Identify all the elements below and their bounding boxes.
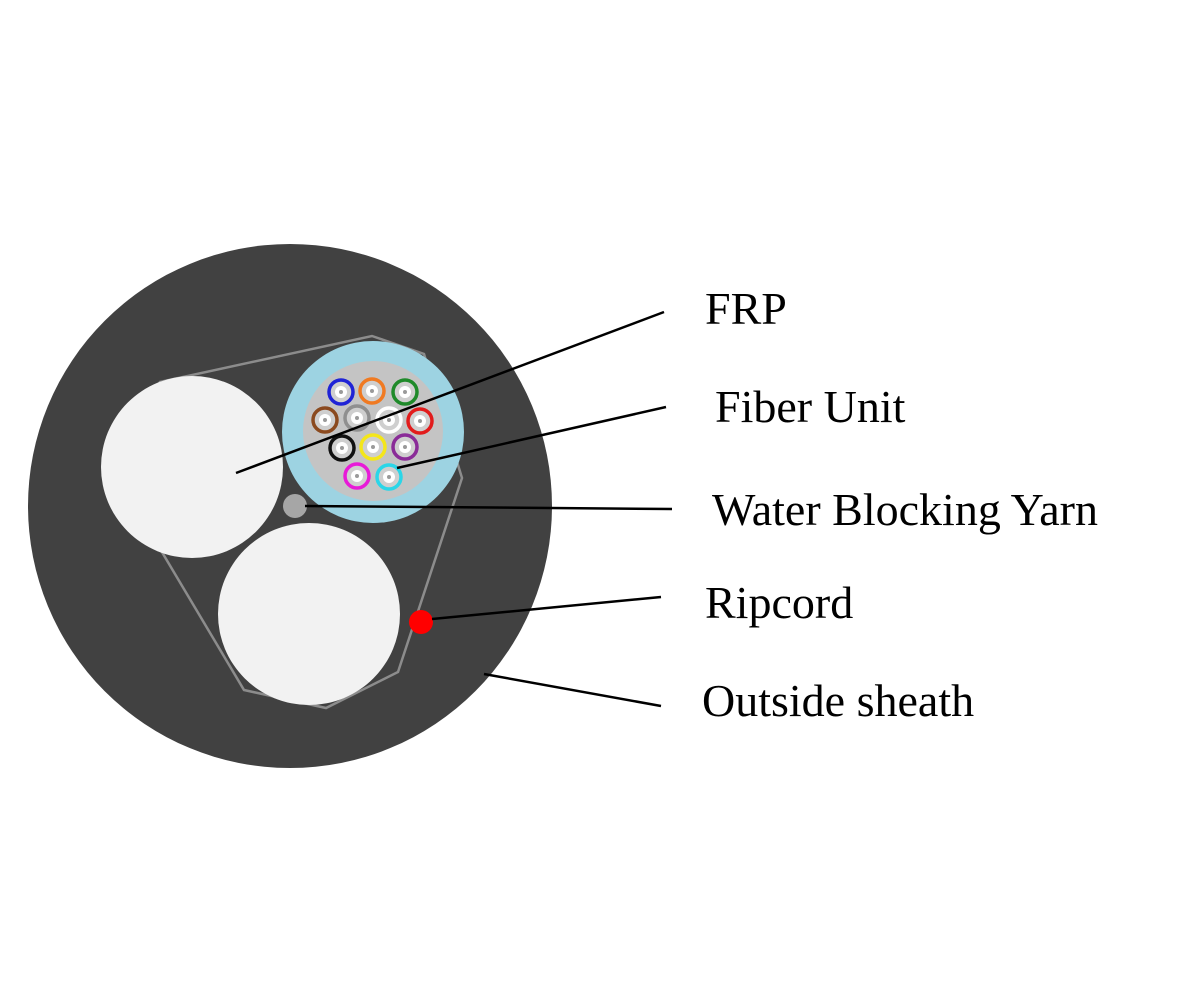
label-outside-sheath: Outside sheath [702,675,975,726]
fiber-red [406,407,434,435]
ripcord [409,610,433,634]
label-fiber-unit: Fiber Unit [715,381,906,432]
fiber-orange [358,377,386,405]
leader-line-ripcord [431,595,662,621]
leader-line-water-blocking-yarn [304,504,673,511]
fiber-yellow [359,433,387,461]
fiber-bundle [311,377,434,491]
label-ripcord: Ripcord [705,577,854,628]
fiber-black [328,434,356,462]
leader-line-frp [235,310,665,475]
frp-strength-member-bottom [218,523,400,705]
label-water-blocking-yarn: Water Blocking Yarn [712,484,1098,535]
fiber-aqua [375,463,403,491]
fiber-violet [391,433,419,461]
leader-line-fiber-unit [396,405,667,470]
label-frp: FRP [705,283,787,334]
frp-strength-member-left [101,376,283,558]
fiber-blue [327,378,355,406]
fiber-green [391,378,419,406]
water-blocking-yarn [283,494,307,518]
fiber-brown [311,406,339,434]
fiber-rose [343,462,371,490]
leader-line-outside-sheath [483,672,662,708]
